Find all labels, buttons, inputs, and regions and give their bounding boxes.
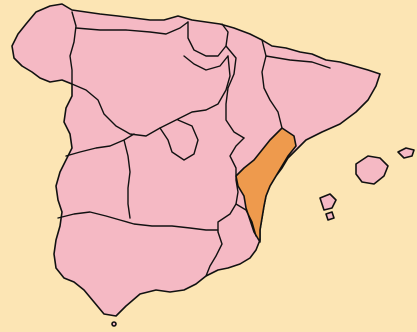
border-extremadura-east <box>123 139 131 219</box>
ceuta-dot <box>111 321 117 327</box>
border-murcia-valencia <box>235 203 257 237</box>
mallorca-island[interactable] <box>355 155 389 185</box>
border-basque-navarre <box>187 21 229 57</box>
border-galicia <box>69 11 77 85</box>
formentera-island[interactable] <box>325 211 335 221</box>
ibiza-island[interactable] <box>319 193 337 211</box>
border-aragon-west <box>225 45 245 139</box>
mainland-spain[interactable] <box>11 3 381 317</box>
valencian-community[interactable] <box>235 127 297 243</box>
border-asturias-cantabria <box>75 21 189 35</box>
border-madrid <box>159 119 199 161</box>
border-la-rioja <box>183 55 229 71</box>
menorca-island[interactable] <box>397 147 415 159</box>
border-andalusia <box>57 211 219 231</box>
border-extremadura-north <box>65 133 135 157</box>
border-castilla-la-mancha-east <box>217 137 245 233</box>
border-murcia <box>205 231 223 277</box>
border-catalonia <box>265 55 331 69</box>
